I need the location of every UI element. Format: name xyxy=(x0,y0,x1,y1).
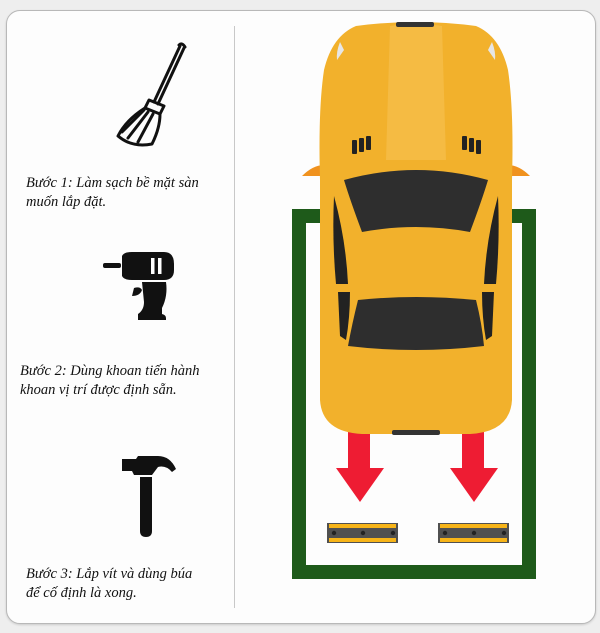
car-top-view xyxy=(302,22,530,435)
hammer-icon xyxy=(122,456,176,537)
column-divider xyxy=(234,26,235,608)
arrow-down-icon xyxy=(336,428,498,502)
step-1-text: Bước 1: Làm sạch bề mặt sàn muốn lắp đặt… xyxy=(26,175,199,210)
drill-icon xyxy=(103,252,174,320)
broom-icon xyxy=(116,42,187,147)
step-2-text: Bước 2: Dùng khoan tiến hành khoan vị tr… xyxy=(20,363,200,398)
wheel-stopper xyxy=(327,523,398,543)
wheel-stopper xyxy=(438,523,509,543)
step-3-text: Bước 3: Lắp vít và dùng búa để cố định l… xyxy=(26,566,193,601)
parking-frame xyxy=(292,209,536,579)
